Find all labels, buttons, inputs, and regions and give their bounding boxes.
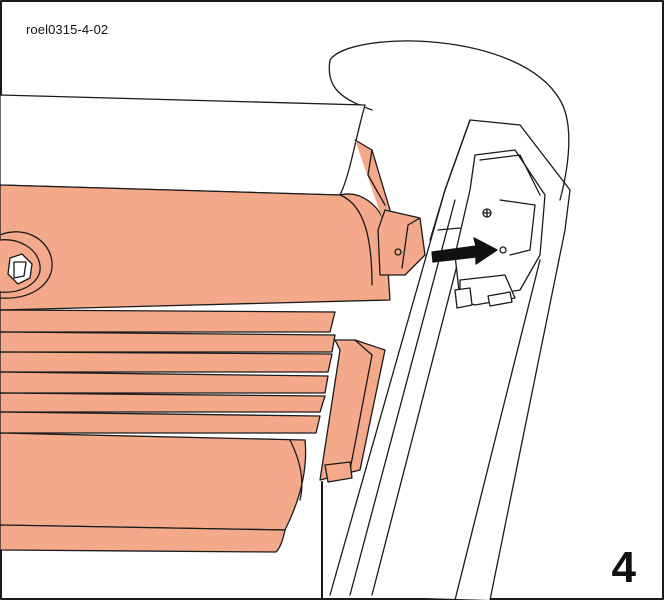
bracket-screw: [482, 208, 492, 218]
gear-wheel: [0, 231, 53, 299]
roller-end-plug: [377, 209, 426, 276]
step-number: 4: [611, 543, 636, 592]
arrow-right-icon: [431, 227, 498, 265]
reference-code: roel0315-4-02: [24, 22, 111, 37]
bottom-holder: [319, 339, 386, 483]
window-frame: [328, 40, 571, 600]
headrail-panel: [0, 94, 366, 196]
blind-roller: [0, 139, 391, 311]
blind-slats: [0, 309, 336, 553]
